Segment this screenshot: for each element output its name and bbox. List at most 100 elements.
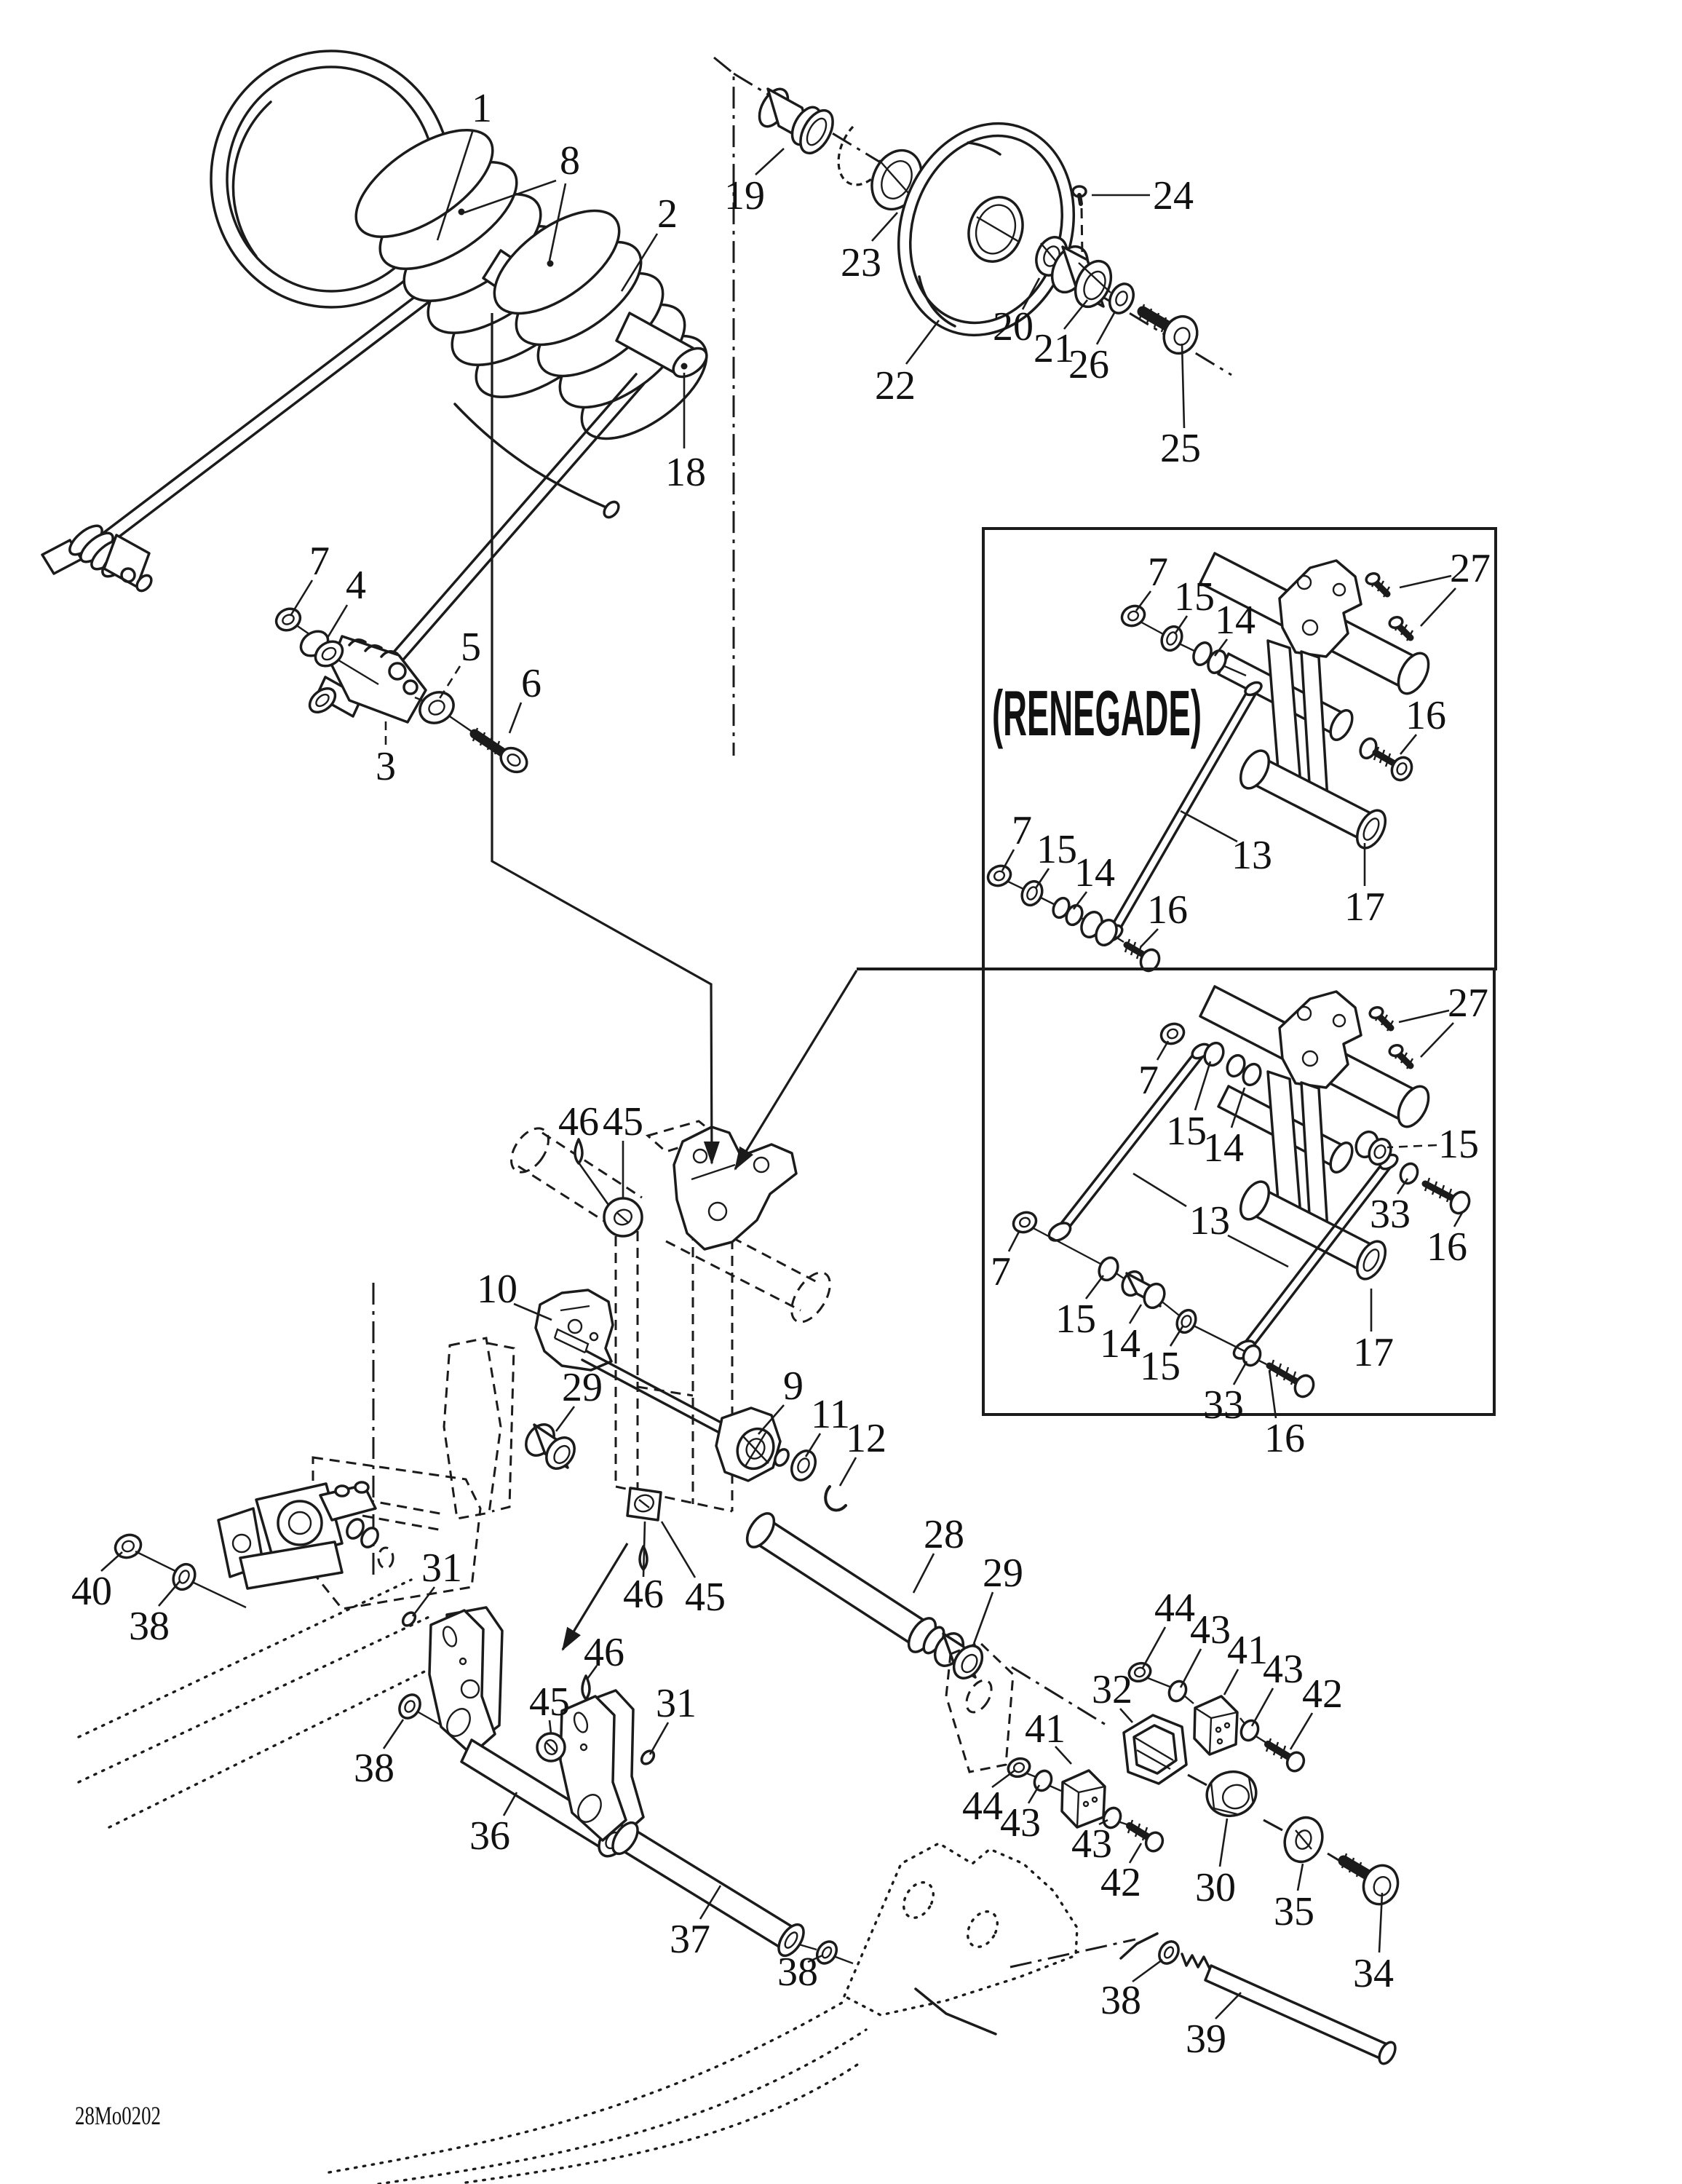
leader-line <box>1396 1178 1409 1195</box>
leader-line <box>1268 1369 1277 1419</box>
callout-31: 31 <box>421 1546 462 1591</box>
callout-15: 15 <box>1166 1109 1207 1154</box>
callout-7: 7 <box>1012 808 1032 853</box>
support-rod-13b <box>1240 1158 1394 1354</box>
callout-10: 10 <box>477 1267 517 1312</box>
callout-45: 45 <box>529 1679 570 1725</box>
washer-38d <box>1158 1940 1180 1965</box>
callout-39: 39 <box>1186 2017 1226 2062</box>
hidden-tube-left <box>517 1131 643 1232</box>
leader-line <box>1223 1669 1239 1696</box>
leader-line <box>1027 1784 1041 1804</box>
washer-11 <box>790 1449 817 1481</box>
callout-29: 29 <box>562 1365 603 1410</box>
washer-38c <box>815 1940 838 1965</box>
leader-line <box>1180 810 1238 843</box>
screw-42a <box>1264 1738 1306 1773</box>
leader-line <box>1387 1144 1437 1149</box>
hardware-row-springs <box>274 607 528 774</box>
leader-line <box>1215 1992 1242 2019</box>
leader-line <box>411 1586 436 1617</box>
rail-right-dotted <box>328 1842 1079 2184</box>
leader-line <box>513 1302 552 1321</box>
callout-13: 13 <box>1189 1198 1230 1243</box>
leader-line <box>1156 1040 1170 1061</box>
spring-wire-tail <box>453 403 608 509</box>
bolt-25 <box>1137 304 1199 355</box>
washer-43a <box>1167 1679 1188 1703</box>
callout-44: 44 <box>1154 1586 1195 1631</box>
callout-29: 29 <box>983 1551 1023 1596</box>
leader-line <box>699 1885 722 1920</box>
leader-line <box>1141 1626 1167 1669</box>
callout-12: 12 <box>846 1416 886 1461</box>
leader-line <box>1227 1234 1289 1268</box>
bushing-29-left <box>525 1423 576 1470</box>
leader-line <box>1063 299 1089 330</box>
bushing-4 <box>299 630 344 668</box>
leader-line <box>1132 1958 1163 1983</box>
callout-44: 44 <box>962 1784 1003 1829</box>
leader-line <box>912 1553 935 1594</box>
leader-line <box>158 1580 181 1607</box>
callout-18: 18 <box>665 450 706 495</box>
leader-line <box>1007 1230 1021 1252</box>
adjuster-rod <box>365 373 645 695</box>
callout-46: 46 <box>584 1630 624 1675</box>
callout-9: 9 <box>783 1364 804 1409</box>
leader-to-main-assembly-left <box>491 313 720 1165</box>
spacer-21 <box>1050 245 1113 309</box>
leader-line <box>755 148 785 175</box>
leader-line <box>905 320 940 365</box>
inset2-frame <box>1047 985 1430 1360</box>
nut-7 <box>274 607 302 632</box>
screw-16-right <box>1421 1177 1471 1215</box>
rail-left-dotted <box>77 1578 467 1829</box>
leader-line <box>100 1551 123 1572</box>
callout-14: 14 <box>1074 850 1115 895</box>
inset-caption: (RENEGADE) <box>992 677 1202 749</box>
nut-44a <box>1127 1661 1152 1683</box>
callout-2: 2 <box>657 191 678 237</box>
callout-6: 6 <box>521 661 542 706</box>
leader-line <box>1173 615 1189 635</box>
leader-line <box>1001 849 1015 871</box>
leader-line <box>620 233 659 292</box>
leader-line <box>464 179 557 214</box>
callout-24: 24 <box>1153 173 1194 218</box>
lower-frame <box>77 1283 1400 2184</box>
callout-4: 4 <box>346 563 366 608</box>
leader-line <box>382 1719 405 1749</box>
leader-line <box>1095 311 1116 345</box>
bushing-30 <box>1205 1770 1258 1818</box>
callout-34: 34 <box>1353 1951 1394 1996</box>
callout-26: 26 <box>1068 342 1109 387</box>
callout-41: 41 <box>1227 1628 1268 1673</box>
leader-line <box>1119 1708 1133 1723</box>
callout-27: 27 <box>1450 546 1491 591</box>
damper-frame-32 <box>1122 1714 1188 1785</box>
callout-45: 45 <box>603 1099 643 1144</box>
leader-line <box>586 1665 598 1679</box>
leader-line <box>1055 1746 1072 1765</box>
leader-line <box>1034 868 1050 889</box>
callout-16: 16 <box>1427 1224 1467 1270</box>
leader-to-rear-arm <box>561 1543 629 1651</box>
mount-9 <box>715 1406 790 1482</box>
leader-line <box>1179 1648 1202 1688</box>
screw-27b <box>1388 615 1414 641</box>
callout-25: 25 <box>1160 426 1201 471</box>
bolt-6 <box>469 727 528 774</box>
callout-36: 36 <box>469 1813 510 1859</box>
screw-27a <box>1365 571 1391 598</box>
callout-45: 45 <box>685 1575 726 1620</box>
callout-28: 28 <box>924 1512 964 1557</box>
callout-7: 7 <box>991 1249 1011 1294</box>
clip-46-arm <box>581 1674 591 1701</box>
rear-arm-36 <box>428 1606 645 1858</box>
washer-35 <box>1283 1816 1324 1864</box>
callout-46: 46 <box>623 1572 664 1617</box>
reference-dot <box>547 260 554 267</box>
